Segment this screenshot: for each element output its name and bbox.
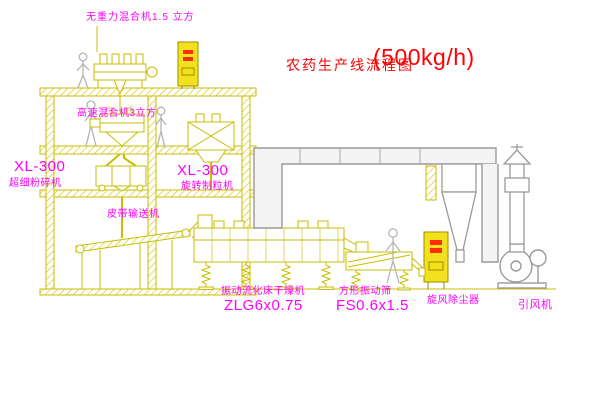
label-granulator-model: XL-300 <box>177 162 229 179</box>
duct-work <box>253 147 499 263</box>
worker-figure-3 <box>155 106 167 149</box>
worker-figure-2 <box>84 100 98 147</box>
draft-fan-drawing <box>497 249 547 289</box>
gravity-mixer-drawing <box>93 26 158 112</box>
control-cabinet-2 <box>423 231 449 289</box>
control-cabinet-1 <box>177 41 199 89</box>
belt-conveyor-drawing <box>75 221 203 289</box>
duct-support-column <box>425 165 437 201</box>
label-high-speed-mixer: 高速混合机3立方 <box>77 108 157 119</box>
label-dryer-model: ZLG6x0.75 <box>224 297 303 314</box>
label-screen-model: FS0.6x1.5 <box>336 297 409 314</box>
label-screen-name: 方形振动筛 <box>339 286 392 297</box>
label-granulator-name: 旋转制粒机 <box>181 181 234 192</box>
page-title-capacity: (500kg/h) <box>373 44 475 70</box>
label-pulverizer-model: XL-300 <box>14 158 66 175</box>
page-title: 农药生产线流程图 <box>286 57 414 73</box>
label-dryer-name: 振动流化床干燥机 <box>221 286 305 297</box>
cyclone-separator-drawing <box>441 163 477 263</box>
label-belt-conveyor: 皮带输送机 <box>107 209 160 220</box>
label-gravity-mixer: 无重力混合机1.5 立方 <box>86 12 195 23</box>
worker-figure-4 <box>385 228 401 284</box>
worker-figure-1 <box>76 52 90 89</box>
high-speed-mixer-drawing <box>89 107 145 167</box>
fluid-bed-dryer-drawing <box>193 214 359 290</box>
label-fan: 引风机 <box>518 299 553 311</box>
rotary-granulator-drawing <box>187 113 235 190</box>
exhaust-stack-drawing <box>502 144 532 253</box>
label-cyclone: 旋风除尘器 <box>427 295 480 306</box>
pulverizer-drawing <box>95 165 147 238</box>
vibrating-screen-drawing <box>345 241 426 291</box>
label-pulverizer-name: 超细粉碎机 <box>9 178 62 189</box>
